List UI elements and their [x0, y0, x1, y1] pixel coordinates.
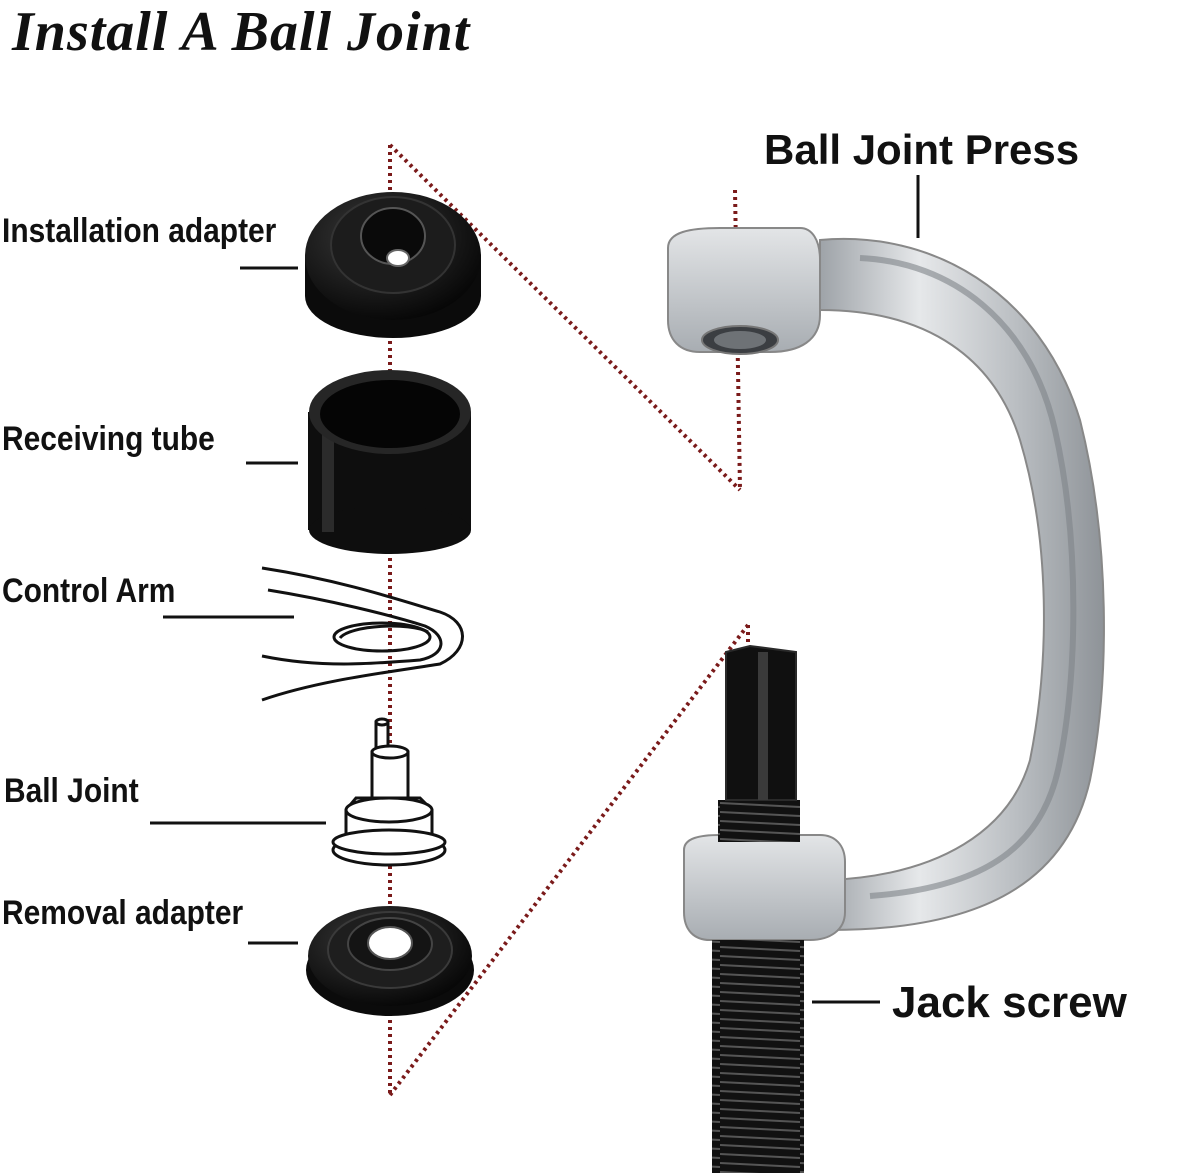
label-ball-joint-press: Ball Joint Press: [764, 126, 1080, 173]
label-ball-joint: Ball Joint: [4, 772, 139, 810]
removal-adapter-image: [306, 906, 474, 1016]
label-installation-adapter: Installation adapter: [2, 212, 277, 250]
leader-lines: [150, 175, 920, 1004]
installation-adapter-image: [305, 192, 481, 338]
jack-screw-image: [712, 644, 804, 1173]
ball-joint-press-image: [667, 227, 1105, 941]
diagram-title: Install A Ball Joint: [12, 1, 471, 63]
label-removal-adapter: Removal adapter: [2, 894, 244, 932]
ball-joint-image: [331, 717, 447, 867]
control-arm-image: [261, 566, 464, 702]
label-receiving-tube: Receiving tube: [2, 420, 215, 458]
receiving-tube-image: [308, 370, 471, 554]
label-jack-screw: Jack screw: [892, 978, 1127, 1027]
label-control-arm: Control Arm: [2, 572, 176, 610]
